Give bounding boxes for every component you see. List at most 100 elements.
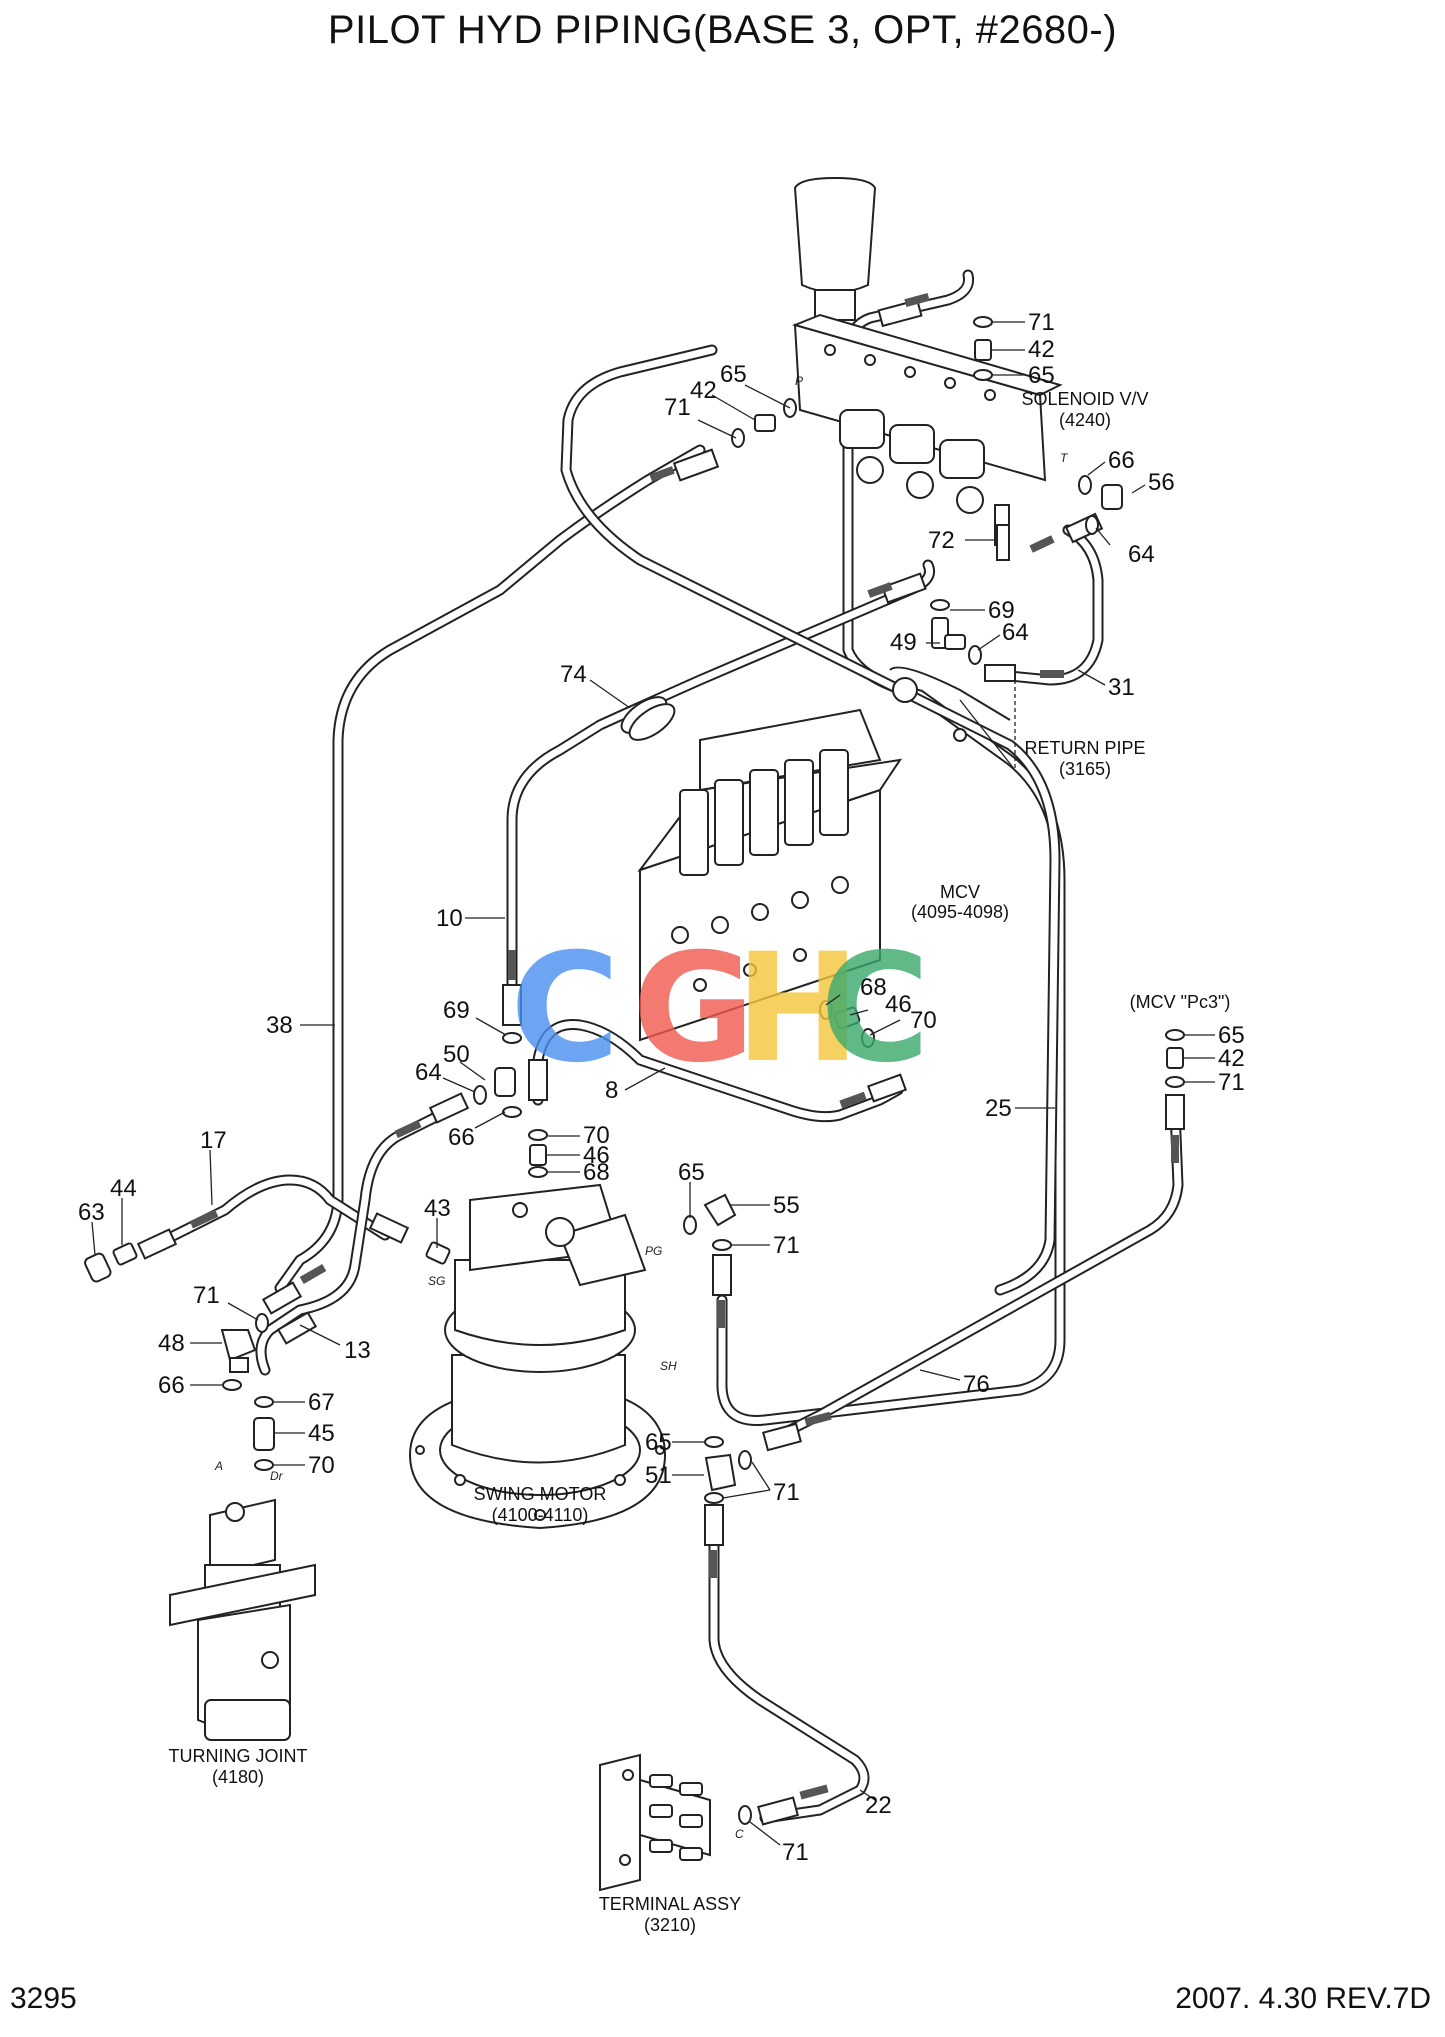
callout-65-sh: 65 — [645, 1429, 672, 1456]
swing-motor-assembly — [408, 1183, 667, 1530]
callout-70-swing: 70 — [583, 1122, 610, 1149]
callout-71-pg: 71 — [773, 1232, 800, 1259]
terminal-fittings — [649, 1774, 703, 1861]
callout-64-swing: 64 — [415, 1059, 442, 1086]
watermark-letter-c1: C — [510, 922, 620, 1096]
mcv-code: (4095-4098) — [911, 902, 1009, 922]
mcv-ports — [671, 876, 849, 992]
swing-motor-code: (4100-4110) — [492, 1505, 589, 1525]
callout-45: 45 — [308, 1420, 335, 1447]
callout-51: 51 — [645, 1462, 672, 1489]
callout-56: 56 — [1148, 469, 1175, 496]
hose-25 — [560, 344, 1061, 1296]
terminal-assy-code: (3210) — [644, 1915, 696, 1935]
callout-69-mcv: 69 — [443, 997, 470, 1024]
callout-72: 72 — [928, 527, 955, 554]
port-label-c: C — [735, 1827, 744, 1841]
hose-76 — [764, 1104, 1184, 1446]
swing-motor-label: SWING MOTOR — [474, 1484, 607, 1504]
turning-joint-label: TURNING JOINT — [169, 1746, 308, 1766]
terminal-assembly — [599, 1753, 711, 1892]
component-labels: SOLENOID V/V (4240) RETURN PIPE (3165) M… — [169, 389, 1231, 1935]
return-pipe-code: (3165) — [1059, 759, 1111, 779]
watermark-cghc: C G H C — [510, 922, 930, 1096]
callout-68-mcv: 68 — [860, 974, 887, 1001]
return-pipe-label: RETURN PIPE — [1024, 738, 1145, 758]
callout-44: 44 — [110, 1175, 137, 1202]
solenoid-valve-code: (4240) — [1059, 410, 1111, 430]
watermark-letter-g: G — [632, 922, 755, 1096]
hose-31 — [994, 524, 1104, 686]
callout-leaders — [91, 321, 1215, 1846]
callout-numbers: 71 42 65 65 42 71 66 56 72 64 69 49 64 3… — [78, 309, 1245, 1866]
callout-22: 22 — [865, 1792, 892, 1819]
callout-69-return: 69 — [988, 597, 1015, 624]
callout-71-turning: 71 — [193, 1282, 220, 1309]
callout-10: 10 — [436, 905, 463, 932]
port-label-dr: Dr — [270, 1469, 284, 1483]
hose-13 — [255, 1104, 456, 1376]
clamp-74 — [620, 696, 676, 741]
watermark-letter-c2: C — [820, 922, 930, 1096]
port-label-a: A — [214, 1459, 223, 1473]
hose-17 — [149, 1174, 391, 1251]
callout-42-top: 42 — [1028, 336, 1055, 363]
solenoid-coils — [839, 409, 985, 514]
hose-22 — [708, 1539, 870, 1824]
callout-43: 43 — [424, 1195, 451, 1222]
callout-66-swing: 66 — [448, 1124, 475, 1151]
port-labels: P T PG SH SG A C Dr — [214, 374, 1069, 1841]
turning-joint-assembly — [169, 1498, 316, 1741]
callout-55: 55 — [773, 1192, 800, 1219]
port-label-p: P — [795, 374, 803, 388]
hose-74-long — [716, 269, 1066, 1426]
callout-65-pc3: 65 — [1218, 1022, 1245, 1049]
callout-64-solenoid: 64 — [1128, 541, 1155, 568]
callout-67: 67 — [308, 1389, 335, 1416]
solenoid-valve-assembly — [791, 176, 1063, 546]
port-label-t: T — [1060, 451, 1069, 465]
callout-42-pc3: 42 — [1218, 1045, 1245, 1072]
callout-46-swing: 46 — [583, 1142, 610, 1169]
callout-64-return: 64 — [1002, 619, 1029, 646]
watermark-letter-h: H — [735, 922, 861, 1096]
callout-65-pg: 65 — [678, 1159, 705, 1186]
hose-38 — [274, 444, 706, 1294]
return-pipe-detail — [889, 666, 1016, 771]
callout-38: 38 — [266, 1012, 293, 1039]
mcv-assembly — [637, 708, 903, 1042]
callout-76: 76 — [963, 1371, 990, 1398]
callout-70-mcv: 70 — [910, 1007, 937, 1034]
callout-71-sh: 71 — [773, 1479, 800, 1506]
callout-74: 74 — [560, 661, 587, 688]
callout-71-top: 71 — [1028, 309, 1055, 336]
port-label-pg: PG — [645, 1244, 662, 1258]
mcv-spools — [679, 749, 849, 876]
callout-50: 50 — [443, 1041, 470, 1068]
revision-date: 2007. 4.30 REV.7D — [1175, 1982, 1431, 2015]
page-title: PILOT HYD PIPING(BASE 3, OPT, #2680-) — [327, 8, 1118, 52]
mcv-pc3-label: (MCV "Pc3") — [1130, 992, 1231, 1012]
callout-8: 8 — [605, 1077, 618, 1104]
callout-68-swing: 68 — [583, 1159, 610, 1186]
callout-31: 31 — [1108, 674, 1135, 701]
mcv-label: MCV — [940, 882, 980, 902]
callout-70-turning: 70 — [308, 1452, 335, 1479]
callout-71-pc3: 71 — [1218, 1069, 1245, 1096]
callout-71-terminal: 71 — [782, 1839, 809, 1866]
callout-71-left: 71 — [664, 394, 691, 421]
callout-48: 48 — [158, 1330, 185, 1357]
port-label-sg: SG — [428, 1274, 445, 1288]
callout-66-solenoid: 66 — [1108, 447, 1135, 474]
fittings-and-orings — [84, 316, 1185, 1825]
callout-42-left: 42 — [690, 377, 717, 404]
callout-63: 63 — [78, 1199, 105, 1226]
callout-46-mcv: 46 — [885, 991, 912, 1018]
turning-joint-code: (4180) — [212, 1767, 264, 1787]
hose-8 — [532, 1018, 904, 1123]
callout-25: 25 — [985, 1095, 1012, 1122]
solenoid-ports — [824, 344, 996, 401]
callout-17: 17 — [200, 1127, 227, 1154]
terminal-assy-label: TERMINAL ASSY — [599, 1894, 741, 1914]
